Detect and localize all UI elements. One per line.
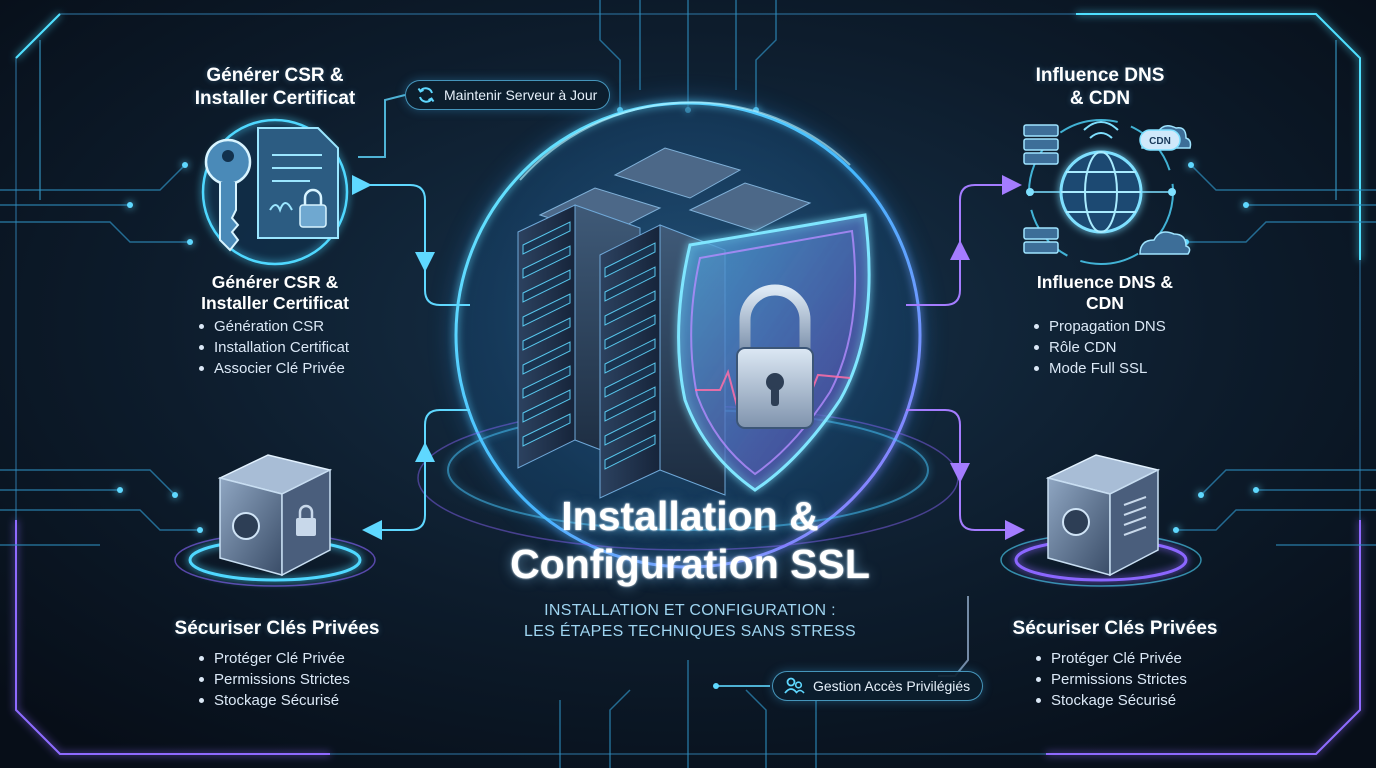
cdn-badge: CDN <box>1139 129 1181 151</box>
top-left-sub-line1: Générer CSR & <box>211 272 339 292</box>
top-right-heading-line1: Influence DNS <box>1035 65 1165 86</box>
page-title-line2: Configuration SSL <box>510 541 870 587</box>
list-item: Protéger Clé Privée <box>198 648 350 669</box>
top-right-bullets: Propagation DNS Rôle CDN Mode Full SSL <box>1033 316 1166 379</box>
page-title-line1: Installation & <box>561 493 819 539</box>
list-item: Rôle CDN <box>1033 337 1166 358</box>
top-left-heading: Générer CSR & Installer Certificat <box>170 64 380 110</box>
list-item: Associer Clé Privée <box>198 358 349 379</box>
rack-slot <box>522 341 571 375</box>
rack-slot <box>522 365 571 399</box>
maintain-server-label: Maintenir Serveur à Jour <box>444 87 598 103</box>
rack-slot <box>604 242 656 278</box>
privileged-access-label: Gestion Accès Privilégiés <box>813 678 971 694</box>
list-item: Mode Full SSL <box>1033 358 1166 379</box>
outer-frame <box>15 13 1361 755</box>
list-item: Protéger Clé Privée <box>1035 648 1187 669</box>
rack-slot <box>604 410 656 446</box>
rack-slot <box>604 266 656 302</box>
page-subtitle-line2: LES ÉTAPES TECHNIQUES SANS STRESS <box>523 623 857 640</box>
list-item: Permissions Strictes <box>198 669 350 690</box>
rack-slot <box>604 362 656 398</box>
list-item: Stockage Sécurisé <box>198 690 350 711</box>
privileged-access-pill[interactable]: Gestion Accès Privilégiés <box>772 671 984 701</box>
list-item: Installation Certificat <box>198 337 349 358</box>
safe-illustration-right <box>1000 454 1202 587</box>
rack-slot <box>522 389 571 423</box>
list-item: Permissions Strictes <box>1035 669 1187 690</box>
connectors <box>352 94 1025 689</box>
rack-slot <box>522 269 571 303</box>
page-title: Installation & Configuration SSL <box>470 492 910 588</box>
page-subtitle: INSTALLATION ET CONFIGURATION : LES ÉTAP… <box>470 600 910 642</box>
list-item: Stockage Sécurisé <box>1035 690 1187 711</box>
key-certificate-illustration <box>201 118 349 266</box>
rack-slot <box>522 245 571 279</box>
shield-lock <box>677 213 871 492</box>
rack-slot <box>522 221 571 255</box>
rack-slot <box>604 290 656 326</box>
bottom-left-bullets: Protéger Clé Privée Permissions Strictes… <box>198 648 350 711</box>
top-left-sub-line2: Installer Certificat <box>201 293 349 313</box>
rack-slot <box>604 314 656 350</box>
rack-slot <box>604 434 656 470</box>
maintain-server-pill[interactable]: Maintenir Serveur à Jour <box>405 80 611 110</box>
top-right-heading: Influence DNS & CDN <box>1000 64 1200 110</box>
rack-slot <box>604 338 656 374</box>
page-subtitle-line1: INSTALLATION ET CONFIGURATION : <box>544 602 836 619</box>
top-right-sub-line2: CDN <box>1086 293 1124 313</box>
rack-slot <box>522 317 571 351</box>
rack-slot <box>522 413 571 447</box>
refresh-icon <box>417 87 435 103</box>
globe-network-illustration <box>1023 119 1192 265</box>
bottom-right-bullets: Protéger Clé Privée Permissions Strictes… <box>1035 648 1187 711</box>
rack-slot <box>522 293 571 327</box>
svg-text:CDN: CDN <box>1149 136 1171 147</box>
top-right-subheading: Influence DNS & CDN <box>1000 272 1210 314</box>
top-left-bullets: Génération CSR Installation Certificat A… <box>198 316 349 379</box>
bottom-right-heading: Sécuriser Clés Privées <box>1012 618 1218 639</box>
users-icon <box>784 677 805 694</box>
list-item: Propagation DNS <box>1033 316 1166 337</box>
top-left-subheading: Générer CSR & Installer Certificat <box>170 272 380 314</box>
rack-slot <box>604 386 656 422</box>
top-left-heading-line1: Générer CSR & <box>206 65 344 86</box>
top-right-sub-line1: Influence DNS & <box>1036 272 1174 292</box>
top-left-heading-line2: Installer Certificat <box>194 88 356 109</box>
top-right-heading-line2: & CDN <box>1069 88 1131 109</box>
list-item: Génération CSR <box>198 316 349 337</box>
safe-illustration-left <box>174 454 376 587</box>
bottom-left-heading: Sécuriser Clés Privées <box>174 618 380 639</box>
